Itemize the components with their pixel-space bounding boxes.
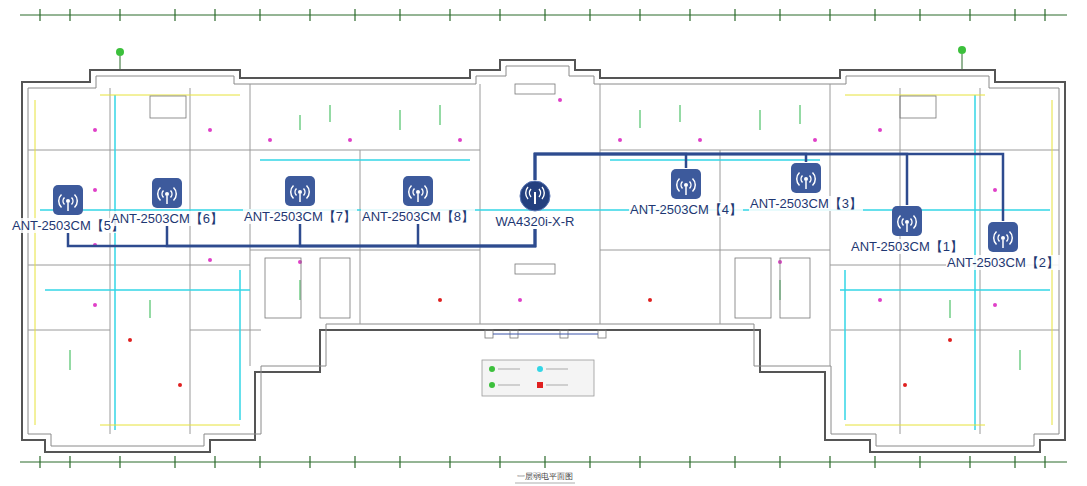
- antenna-icon: [151, 177, 183, 209]
- device-label: ANT-2503CM【1】: [850, 239, 964, 254]
- antenna: ANT-2503CM【2】: [946, 221, 1060, 270]
- antenna: ANT-2503CM【7】: [243, 175, 357, 224]
- antenna-icon: [670, 168, 702, 200]
- antenna-icon: [402, 175, 434, 207]
- antenna-icon: [52, 184, 84, 216]
- antenna-icon: [790, 162, 822, 194]
- antenna: ANT-2503CM【6】: [110, 177, 224, 226]
- antenna-icon: [284, 175, 316, 207]
- antenna: ANT-2503CM【4】: [629, 168, 743, 217]
- device-label: ANT-2503CM【3】: [749, 196, 863, 211]
- antenna: ANT-2503CM【3】: [749, 162, 863, 211]
- antenna-icon: [987, 221, 1019, 253]
- feeder-cable: [68, 229, 535, 246]
- feeder-cable: [535, 154, 686, 180]
- feeder-cable: [535, 154, 806, 180]
- drawing-caption: 一层弱电平面图: [517, 472, 573, 482]
- ap-icon: [519, 180, 551, 212]
- antenna: ANT-2503CM【8】: [361, 175, 475, 224]
- device-label: ANT-2503CM【7】: [243, 209, 357, 224]
- access-point: WA4320i-X-R: [495, 180, 576, 229]
- device-label: ANT-2503CM【2】: [946, 255, 1060, 270]
- device-label: ANT-2503CM【5】: [11, 218, 125, 233]
- device-label: ANT-2503CM【8】: [361, 209, 475, 224]
- feeder-cable: [167, 226, 535, 246]
- antenna: ANT-2503CM【5】: [11, 184, 125, 233]
- antenna: ANT-2503CM【1】: [850, 205, 964, 254]
- feeder-cable: [535, 154, 1003, 221]
- device-label: WA4320i-X-R: [495, 214, 576, 229]
- antenna-icon: [891, 205, 923, 237]
- device-label: ANT-2503CM【6】: [110, 211, 224, 226]
- device-label: ANT-2503CM【4】: [629, 202, 743, 217]
